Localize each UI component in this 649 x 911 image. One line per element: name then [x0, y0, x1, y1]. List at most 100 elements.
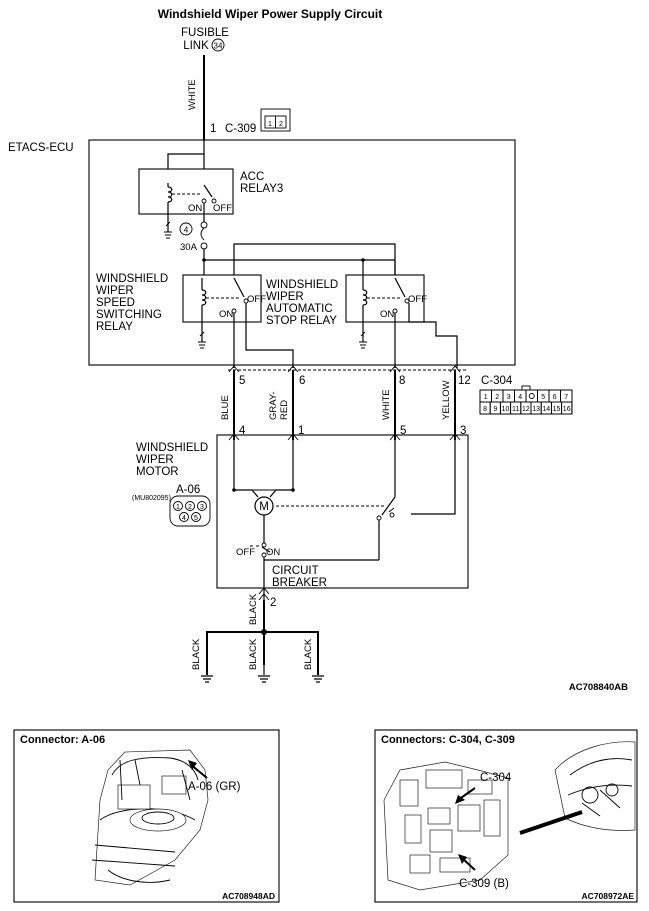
svg-text:5: 5 [194, 515, 198, 522]
panel-left-title: Connector: A-06 [20, 734, 105, 746]
svg-text:4: 4 [182, 515, 186, 522]
ecu-pin-6: 6 [299, 375, 305, 387]
connector-c304-pin-16-label: 16 [563, 406, 571, 413]
fuse-30a [200, 227, 205, 241]
wire-color-yellow: YELLOW [441, 380, 452, 420]
speed-relay-label-3: SPEED [96, 297, 135, 309]
svg-text:2: 2 [188, 504, 192, 511]
panel-connector-a06 [13, 729, 280, 903]
motor-box [216, 434, 469, 589]
engine-bay-illustration [91, 749, 209, 886]
connector-c304-pin-7-label: 7 [564, 394, 568, 401]
motor-part-number: (MU802095) [132, 495, 171, 502]
junction-block-illustration [383, 761, 509, 891]
wire-color-red: RED [279, 400, 290, 420]
fusible-link-number: 34 [214, 42, 223, 51]
connector-c304-pin-2-label: 2 [495, 394, 499, 401]
ecu-pin-8: 8 [399, 375, 405, 387]
circuit-breaker-contact [261, 546, 271, 553]
connector-c304-pin-15-label: 15 [553, 406, 561, 413]
pin-c309-1: 1 [210, 123, 216, 135]
breaker-on-label: ON [266, 547, 280, 558]
connector-c304-pin-16 [561, 401, 573, 415]
dashboard-illustration [554, 741, 636, 831]
motor-label-3: MOTOR [136, 466, 179, 478]
motor-park-switch [381, 496, 396, 516]
fuse-number-circle [179, 222, 193, 236]
panel-left-code: AC708948AD [222, 891, 275, 901]
speed-relay-label-5: RELAY [96, 321, 133, 333]
fusible-link-number-circle [211, 38, 225, 52]
acc-relay-coil [164, 183, 173, 239]
auto-stop-relay-label-3: AUTOMATIC [266, 303, 333, 315]
svg-text:3: 3 [200, 504, 204, 511]
acc-relay-off-label: OFF [213, 203, 232, 214]
bus-line-2 [233, 243, 396, 278]
svg-text:1: 1 [268, 121, 272, 128]
motor-wire-high [269, 440, 294, 498]
wire-color-black-main: BLACK [248, 593, 259, 625]
connector-c309-label: C-309 [225, 123, 256, 135]
motor-pin-2: 2 [270, 597, 276, 609]
connector-c304-pin-14-label: 14 [542, 406, 550, 413]
connector-c304-pin-12-label: 12 [522, 406, 530, 413]
connector-c304-pin-6-label: 6 [553, 394, 557, 401]
connector-c304-pin-4-label: 4 [518, 394, 522, 401]
panel-right-callout-c304: C-304 [480, 772, 512, 784]
motor-label-1: WINDSHIELD [136, 442, 208, 454]
speed-relay-label-2: WIPER [96, 285, 134, 297]
connector-c304-label: C-304 [481, 375, 513, 387]
auto-stop-relay-off-label: OFF [408, 294, 427, 305]
acc-relay-label-1: ACC [240, 171, 264, 183]
connector-c304-latch [521, 385, 531, 391]
connector-a06-label: A-06 [176, 484, 200, 496]
fuse-rating: 30A [180, 242, 198, 253]
diagram-code: AC708840AB [569, 682, 628, 693]
connector-c309-icon: 1 2 [260, 108, 291, 132]
ground-symbol-2 [258, 675, 270, 683]
connector-c304-pin-8-label: 8 [483, 406, 487, 413]
connector-c304-pin-5-label: 5 [541, 394, 545, 401]
motor-label-2: WIPER [136, 454, 174, 466]
connector-c304-pin-9-label: 9 [493, 406, 497, 413]
fuse-number: 4 [184, 225, 189, 235]
fusible-link-label-2: LINK [183, 40, 209, 52]
motor-pin-3: 3 [460, 425, 466, 437]
breaker-label-1: CIRCUIT [272, 565, 319, 577]
ecu-box [88, 139, 516, 366]
connector-c304-key [525, 389, 538, 403]
ecu-pin-5: 5 [239, 375, 245, 387]
wire-color-black-3: BLACK [303, 638, 314, 670]
connector-c304-pin-13-label: 13 [532, 406, 540, 413]
speed-relay-label-4: SWITCHING [96, 309, 162, 321]
motor-pin-5: 5 [400, 425, 406, 437]
wire-to-pin12 [408, 303, 458, 368]
motor-pin-1: 1 [298, 425, 304, 437]
panel-connectors-c304-c309 [374, 729, 638, 903]
svg-text:1: 1 [176, 504, 180, 511]
connector-c304-key-icon [528, 393, 535, 399]
panel-left-callout: A-06 (GR) [188, 781, 241, 793]
fusible-link-label-1: FUSIBLE [181, 27, 229, 39]
ground-symbol-3 [312, 675, 324, 683]
connector-c304-pin-1-label: 1 [484, 394, 488, 401]
speed-relay-off-label: OFF [247, 294, 266, 305]
speed-relay-coil [198, 278, 207, 349]
acc-relay-label-2: RELAY3 [240, 183, 283, 195]
connector-c304-pin-10-label: 10 [502, 406, 510, 413]
speed-relay-box [182, 274, 262, 323]
motor-wire-low [233, 440, 259, 498]
panel-right-title: Connectors: C-304, C-309 [381, 734, 515, 746]
auto-stop-relay-label-1: WINDSHIELD [266, 279, 338, 291]
ecu-pin-12: 12 [458, 375, 471, 387]
svg-text:2: 2 [279, 121, 283, 128]
connector-a06-icon: 1 2 3 4 5 [169, 495, 211, 527]
wire-color-white-top: WHITE [187, 79, 198, 110]
breaker-label-2: BREAKER [272, 577, 327, 589]
wire-color-gray: GRAY- [268, 391, 279, 420]
connector-c304-pin-3-label: 3 [507, 394, 511, 401]
ground-symbol-1 [201, 675, 213, 683]
